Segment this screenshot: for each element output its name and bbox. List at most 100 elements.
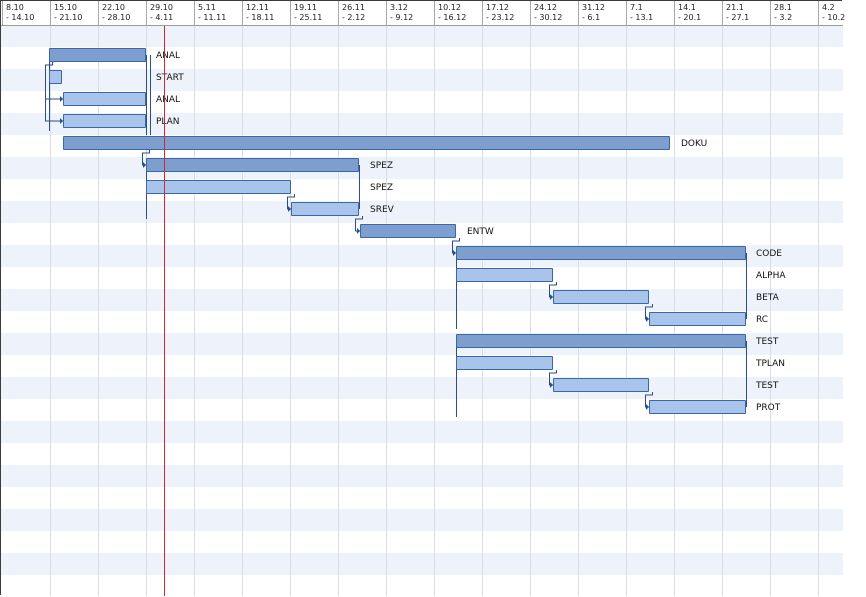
task-bar[interactable] — [146, 180, 291, 194]
task-bar[interactable] — [553, 290, 649, 304]
task-label: CODE — [756, 249, 782, 259]
summary-task-bar[interactable] — [63, 136, 670, 150]
week-start-label: 10.12 — [438, 3, 461, 12]
row-stripe — [1, 113, 843, 135]
week-column-header: 7.1- 13.1 — [626, 1, 674, 25]
dependency-arrow-head — [646, 316, 649, 322]
today-line — [164, 25, 165, 596]
week-start-label: 15.10 — [54, 3, 77, 12]
week-start-label: 17.12 — [486, 3, 509, 12]
week-gridline — [770, 25, 771, 596]
summary-task-bar[interactable] — [49, 48, 146, 62]
summary-task-bar[interactable] — [360, 224, 456, 238]
week-column-header: 8.10- 14.10 — [2, 1, 50, 25]
row-stripe — [1, 465, 843, 487]
week-end-label: - 16.12 — [438, 13, 467, 22]
task-label: ALPHA — [756, 271, 786, 281]
week-end-label: - 13.1 — [630, 13, 654, 22]
week-gridline — [482, 25, 483, 596]
row-stripe — [1, 47, 843, 69]
task-bar[interactable] — [63, 92, 146, 106]
row-stripe — [1, 487, 843, 509]
week-start-label: 28.1 — [774, 3, 792, 12]
week-start-label: 4.2 — [822, 3, 835, 12]
task-label: TEST — [756, 381, 779, 391]
task-label: SREV — [370, 205, 394, 215]
task-label: TPLAN — [756, 359, 786, 369]
week-start-label: 22.10 — [102, 3, 125, 12]
week-column-header: 26.11- 2.12 — [338, 1, 386, 25]
task-bar[interactable] — [49, 70, 62, 84]
task-label: START — [156, 73, 184, 83]
task-bar[interactable] — [649, 312, 746, 326]
dependency-arrow-head — [550, 382, 553, 388]
week-gridline — [530, 25, 531, 596]
week-gridline — [626, 25, 627, 596]
task-bar[interactable] — [456, 356, 553, 370]
week-end-label: - 14.10 — [6, 13, 35, 22]
week-gridline — [434, 25, 435, 596]
task-label: DOKU — [681, 139, 708, 149]
task-label: ANAL — [156, 51, 181, 61]
week-end-label: - 30.12 — [534, 13, 563, 22]
summary-task-bar[interactable] — [456, 334, 746, 348]
week-column-header: 5.11- 11.11 — [194, 1, 242, 25]
week-gridline — [338, 25, 339, 596]
week-column-header: 29.10- 4.11 — [146, 1, 194, 25]
week-gridline — [578, 25, 579, 596]
week-start-label: 24.12 — [534, 3, 557, 12]
week-gridline — [242, 25, 243, 596]
week-start-label: 19.11 — [294, 3, 317, 12]
task-bar[interactable] — [456, 268, 553, 282]
task-bar[interactable] — [553, 378, 649, 392]
week-end-label: - 3.2 — [774, 13, 793, 22]
week-start-label: 14.1 — [678, 3, 696, 12]
task-label: ANAL — [156, 95, 181, 105]
week-start-label: 5.11 — [198, 3, 216, 12]
summary-task-bar[interactable] — [456, 246, 746, 260]
week-end-label: - 21.10 — [54, 13, 83, 22]
week-gridline — [50, 25, 51, 596]
row-stripe — [1, 575, 843, 597]
week-start-label: 31.12 — [582, 3, 605, 12]
task-label: BETA — [756, 293, 779, 303]
week-column-header: 15.10- 21.10 — [50, 1, 98, 25]
summary-task-bar[interactable] — [146, 158, 359, 172]
week-end-label: - 18.11 — [246, 13, 275, 22]
week-end-label: - 2.12 — [342, 13, 366, 22]
week-gridline — [674, 25, 675, 596]
week-end-label: - 4.11 — [150, 13, 174, 22]
week-column-header: 28.1- 3.2 — [770, 1, 818, 25]
row-stripe — [1, 531, 843, 553]
task-bar[interactable] — [649, 400, 746, 414]
dependency-arrow-head — [550, 294, 553, 300]
week-gridline — [194, 25, 195, 596]
week-end-label: - 28.10 — [102, 13, 131, 22]
week-column-header: 24.12- 30.12 — [530, 1, 578, 25]
week-gridline — [146, 25, 147, 596]
week-gridline — [386, 25, 387, 596]
week-column-header: 21.1- 27.1 — [722, 1, 770, 25]
week-end-label: - 10.2 — [822, 13, 846, 22]
task-bar[interactable] — [63, 114, 146, 128]
row-stripe — [1, 399, 843, 421]
dependency-arrow-line — [45, 62, 63, 122]
week-column-header: 31.12- 6.1 — [578, 1, 626, 25]
task-bar[interactable] — [291, 202, 359, 216]
week-end-label: - 25.11 — [294, 13, 323, 22]
task-label: ENTW — [467, 227, 494, 237]
dependency-arrow-head — [288, 206, 291, 212]
task-label: RC — [756, 315, 769, 325]
week-start-label: 7.1 — [630, 3, 643, 12]
row-stripe — [1, 443, 843, 465]
week-column-header: 22.10- 28.10 — [98, 1, 146, 25]
week-gridline — [722, 25, 723, 596]
dependency-arrow-head — [60, 118, 63, 124]
week-start-label: 8.10 — [6, 3, 24, 12]
week-gridline — [290, 25, 291, 596]
row-stripe — [1, 421, 843, 443]
dependency-arrow-head — [453, 250, 456, 256]
